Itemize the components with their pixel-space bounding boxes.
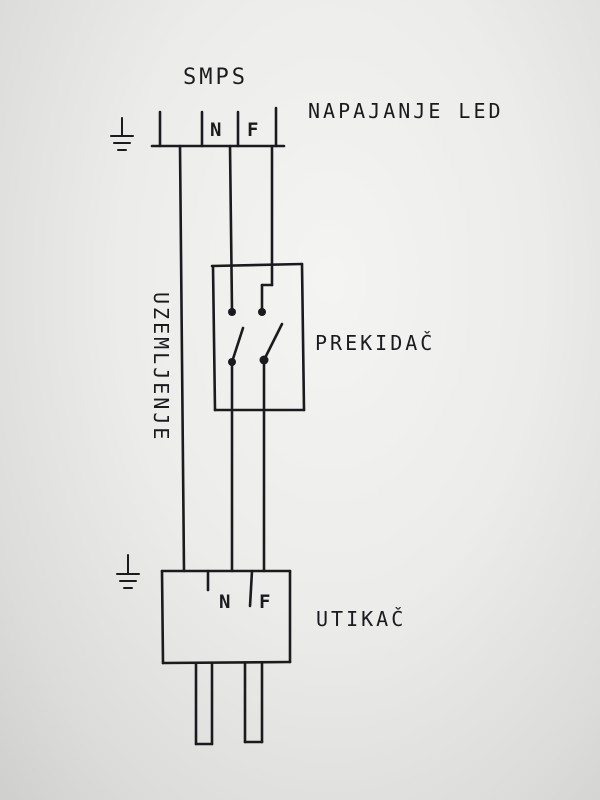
ground-symbol-icon — [116, 554, 140, 589]
ground-symbol-icon — [110, 117, 134, 151]
switch-box — [210, 262, 306, 412]
outlet-divider-2 — [248, 569, 254, 608]
outlet-box-left — [160, 569, 165, 665]
smps-terminal-block: SMPS N F NAPAJANJE LED — [150, 65, 504, 148]
wires — [178, 144, 274, 573]
smps-terminal-f: F — [247, 119, 261, 141]
switch-lever-f — [262, 322, 284, 362]
switch-contact-n-top — [228, 308, 236, 316]
ground-wire-label: UZEMLJENJE — [149, 292, 173, 442]
outlet-box: N F — [160, 569, 292, 665]
outlet-box-bottom — [161, 660, 292, 665]
smps-title: SMPS — [183, 65, 248, 90]
switch-box-right — [300, 262, 306, 412]
switch-contact-f-top — [258, 308, 266, 316]
outlet-terminal-n: N — [219, 591, 233, 613]
outlet-terminal-f: F — [259, 591, 273, 613]
ground-wire — [178, 144, 186, 573]
neutral-wire-top — [228, 144, 234, 312]
switch-lever-n — [230, 326, 245, 364]
switch-contact-n-bottom — [228, 358, 236, 366]
smps-terminal-n: N — [210, 119, 224, 141]
outlet-label: UTIKAČ — [316, 607, 406, 631]
switch-label: PREKIDAČ — [315, 331, 435, 355]
switch-contact-f-bottom — [259, 355, 269, 365]
smps-description: NAPAJANJE LED — [308, 99, 504, 123]
switch-contacts — [228, 283, 284, 366]
switch-box-left — [211, 264, 217, 412]
plug-pins — [194, 661, 264, 746]
switch-box-top — [210, 262, 304, 268]
